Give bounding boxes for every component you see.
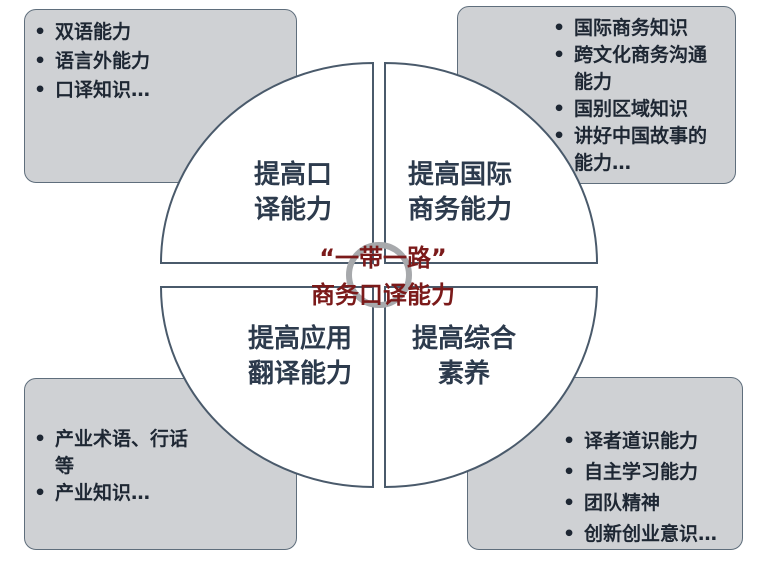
quadrant-bottom-left <box>159 286 374 489</box>
bullet-list-bottom-left: 产业术语、行话等 产业知识… <box>31 426 191 507</box>
bullet-list-top-right: 国际商务知识 跨文化商务沟通能力 国别区域知识 讲好中国故事的能力… <box>550 15 725 177</box>
bullet-item: 创新创业意识… <box>560 519 745 550</box>
quadrant-label-bottom-right: 提高综合 素养 <box>411 324 516 389</box>
quadrant-label-top-right: 提高国际 商务能力 <box>407 160 512 225</box>
bullet-item: 国际商务知识 <box>550 15 725 42</box>
bullet-item: 国别区域知识 <box>550 96 725 123</box>
center-title-line2: 商务口译能力 <box>311 281 455 309</box>
bullet-list-top-left: 双语能力 语言外能力 口译知识… <box>31 18 281 105</box>
callout-box-top-left: 双语能力 语言外能力 口译知识… <box>24 9 297 183</box>
bullet-list-bottom-right: 译者道识能力 自主学习能力 团队精神 创新创业意识… <box>560 426 745 550</box>
bullet-item: 双语能力 <box>31 18 281 47</box>
quadrant-label-bottom-left: 提高应用 翻译能力 <box>247 324 352 389</box>
bullet-item: 产业术语、行话等 <box>31 426 191 480</box>
bullet-item: 口译知识… <box>31 76 281 105</box>
bullet-item: 译者道识能力 <box>560 426 745 457</box>
bullet-item: 自主学习能力 <box>560 457 745 488</box>
bullet-item: 语言外能力 <box>31 47 281 76</box>
bullet-item: 团队精神 <box>560 488 745 519</box>
center-title-line1: “一带一路” <box>319 244 447 272</box>
center-ring <box>346 242 412 308</box>
quadrant-bottom-right <box>384 286 599 489</box>
quadrant-top-right <box>384 61 599 264</box>
quadrant-label-top-left: 提高口 译能力 <box>253 160 332 225</box>
callout-box-top-right: 国际商务知识 跨文化商务沟通能力 国别区域知识 讲好中国故事的能力… <box>457 6 736 184</box>
quadrant-top-left <box>159 61 374 264</box>
bullet-item: 讲好中国故事的能力… <box>550 123 725 177</box>
bullet-item: 跨文化商务沟通能力 <box>550 42 725 96</box>
bullet-item: 产业知识… <box>31 480 191 507</box>
